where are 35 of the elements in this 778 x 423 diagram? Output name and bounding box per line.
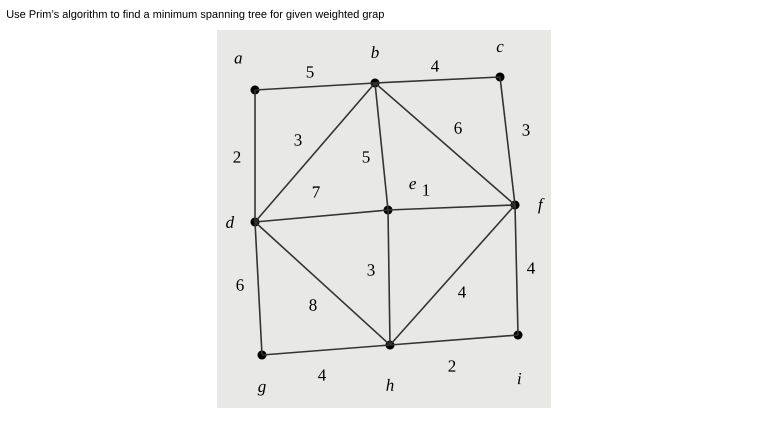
node-label: f [538,198,545,214]
vertex: g [258,350,266,396]
edge [387,210,391,346]
edge [514,204,519,336]
node-label: b [371,46,379,58]
node-label: i [518,372,522,384]
node-label: a [234,55,242,64]
edge [254,209,388,223]
edge [254,82,376,223]
vertex: f [510,198,545,214]
vertex: c [496,44,504,82]
node-label: d [226,216,234,228]
edge [262,344,390,356]
vertex: b [370,46,380,88]
node-label: g [258,384,266,396]
edge [254,222,263,356]
vertex: a [234,55,260,94]
title: Use Prim’s algorithm to find a minimum spanning tree for given weighted grap [7,10,384,20]
edge [374,82,516,206]
edge [374,82,389,210]
edge [388,204,516,211]
node-label: h [386,378,394,391]
edge [254,221,391,346]
edge [390,334,518,346]
edge [499,76,516,206]
node-label: e [409,180,416,190]
edge [254,90,256,222]
edge [374,76,500,84]
edge [254,82,376,91]
vertex: h [386,340,394,391]
node-label: c [496,44,504,52]
edge [389,204,516,346]
vertex: i [514,330,522,384]
vertex: e [384,180,416,214]
vertex: d [226,216,260,228]
